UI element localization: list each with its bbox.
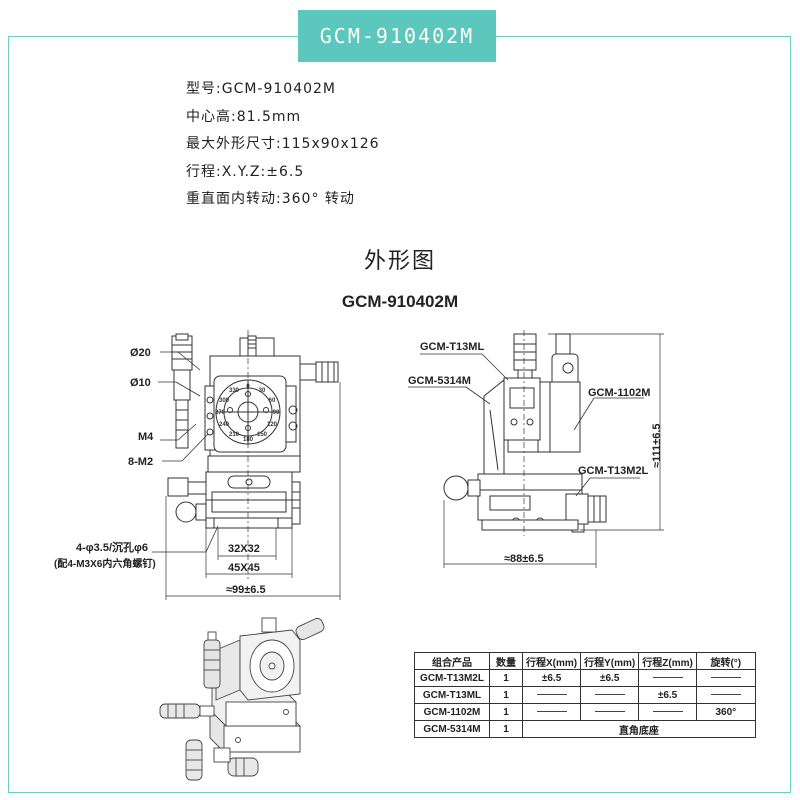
label-screw-note: (配4-M3X6内六角螺钉) — [54, 557, 156, 570]
table-cell: GCM-5314M — [414, 720, 490, 738]
table-cell: 直角底座 — [522, 720, 756, 738]
label-dim-32: 32X32 — [228, 543, 260, 555]
table-cell: ±6.5 — [580, 669, 640, 687]
label-d10: Ø10 — [130, 377, 151, 389]
label-1102m: GCM-1102M — [588, 387, 650, 399]
label-dim-88: ≈88±6.5 — [504, 553, 544, 565]
dial-number: 240 — [219, 422, 230, 428]
label-m4: M4 — [138, 431, 154, 443]
drawing-model-title: GCM-910402M — [341, 292, 459, 311]
table-header-cell: 数量 — [489, 652, 523, 670]
table-cell: 1 — [489, 686, 523, 704]
label-d20: Ø20 — [130, 347, 151, 359]
table-cell-empty — [521, 703, 582, 721]
label-dim-99: ≈99±6.5 — [226, 584, 266, 596]
table-row: GCM-1102M 1 360° — [414, 703, 756, 721]
label-hole-spec: 4-φ3.5/沉孔φ6 — [76, 540, 148, 554]
section-title: 外形图 — [363, 249, 436, 274]
dial-number: 150 — [257, 432, 268, 438]
table-header-row: 组合产品 数量 行程X(mm) 行程Y(mm) 行程Z(mm) 旋转(°) — [414, 652, 756, 670]
table-cell-empty — [638, 703, 697, 721]
spec-list: 型号:GCM-910402M 中心高:81.5mm 最大外形尺寸:115x90x… — [186, 76, 380, 214]
dial-number: 300 — [219, 398, 230, 404]
dial-number: 180 — [243, 437, 254, 443]
label-t13ml: GCM-T13ML — [420, 341, 484, 353]
front-view: 0 30 60 90 120 150 180 210 240 270 300 3… — [54, 330, 341, 600]
dial-number: 210 — [229, 432, 240, 438]
table-cell-empty — [521, 686, 582, 704]
table-cell: 1 — [489, 669, 523, 687]
label-dim-45: 45X45 — [228, 562, 260, 574]
dial-number: 270 — [215, 410, 226, 416]
label-5314m: GCM-5314M — [408, 375, 471, 387]
table-header-cell: 行程Y(mm) — [580, 652, 640, 670]
label-dim-111: ≈111±6.5 — [651, 423, 663, 468]
model-badge: GCM-910402M — [298, 10, 496, 62]
table-cell-empty — [695, 669, 756, 687]
table-cell: ±6.5 — [638, 686, 697, 704]
dial-number: 120 — [267, 422, 278, 428]
table-row: GCM-T13M2L 1 ±6.5 ±6.5 — [414, 669, 756, 687]
dial-number: 90 — [273, 410, 280, 416]
table-cell: GCM-T13ML — [414, 686, 490, 704]
dial-number: 30 — [259, 388, 266, 394]
table-cell-empty — [695, 686, 756, 704]
table-cell: 1 — [489, 720, 523, 738]
table-cell-empty — [580, 703, 640, 721]
spec-model: 型号:GCM-910402M — [186, 81, 336, 97]
table-cell-empty — [580, 686, 640, 704]
dial-number: 330 — [229, 388, 240, 394]
isometric-view — [159, 617, 325, 781]
table-row: GCM-T13ML 1 ±6.5 — [414, 686, 756, 704]
table-cell: 360° — [695, 703, 756, 721]
table-cell: GCM-T13M2L — [414, 669, 490, 687]
dial-number: 60 — [269, 398, 276, 404]
table-cell-empty — [638, 669, 697, 687]
spec-travel: 行程:X.Y.Z:±6.5 — [186, 163, 305, 180]
spec-max-size: 最大外形尺寸:115x90x126 — [186, 136, 380, 153]
label-t13m2l: GCM-T13M2L — [578, 465, 649, 477]
label-8m2: 8-M2 — [128, 456, 153, 468]
table-header-cell: 旋转(°) — [695, 652, 756, 670]
table-header-cell: 行程X(mm) — [521, 652, 582, 670]
table-row: GCM-5314M 1 直角底座 — [414, 720, 756, 738]
table-header-cell: 行程Z(mm) — [638, 652, 697, 670]
table-cell: GCM-1102M — [414, 703, 490, 721]
table-header-cell: 组合产品 — [414, 652, 490, 670]
spec-rotation: 重直面内转动:360° 转动 — [186, 191, 355, 208]
table-cell: ±6.5 — [521, 669, 582, 687]
spec-center-height: 中心高:81.5mm — [186, 108, 302, 125]
side-view: GCM-T13ML GCM-5314M GCM-1102M GCM-T13M2L… — [408, 330, 664, 568]
component-table: 组合产品 数量 行程X(mm) 行程Y(mm) 行程Z(mm) 旋转(°) GC… — [414, 652, 756, 738]
table-cell: 1 — [489, 703, 523, 721]
